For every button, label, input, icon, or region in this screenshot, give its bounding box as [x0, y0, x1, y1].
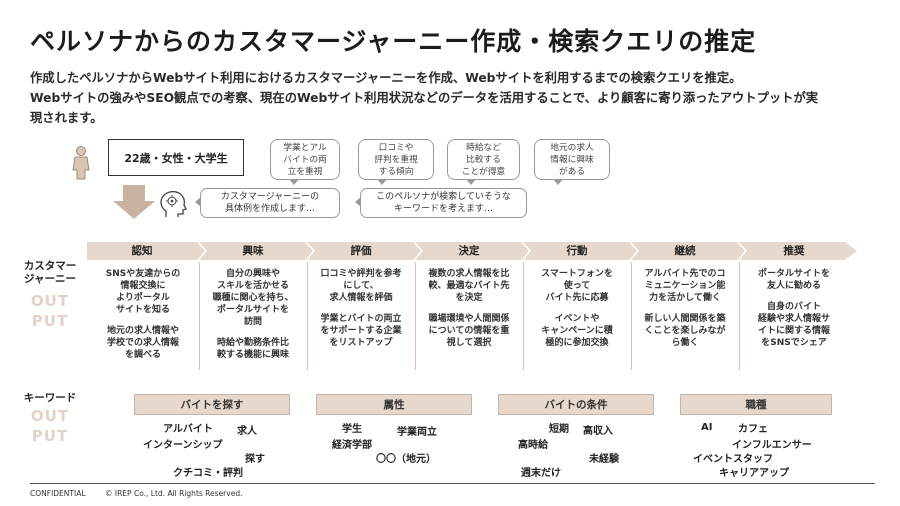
note-journey: カスタマージャーニーの具体例を作成します…	[195, 188, 340, 218]
keyword: 週末だけ	[521, 468, 561, 479]
persona-trait-2: 口コミや評判を重視する傾向	[358, 139, 434, 185]
stage-divider	[307, 262, 308, 370]
thinking-head-icon	[160, 191, 187, 217]
keyword: 探す	[245, 454, 265, 465]
note-keywords: このペルソナが検索していそうなキーワードを考えます…	[355, 188, 527, 218]
stage-text-awareness: SNSや友達からの情報交換によりポータルサイトを知る地元の求人情報や学校での求人…	[105, 269, 181, 360]
stage-label-interest: 興味	[242, 245, 264, 257]
stage-text-interest: 自分の興味やスキルを活かせる職種に関心を持ち、ポータルサイトを訪問時給や勤務条件…	[212, 269, 294, 360]
persona-label: 22歳・女性・大学生	[108, 139, 244, 176]
stage-label-decision: 決定	[458, 245, 480, 257]
keyword: キャリアアップ	[719, 468, 789, 479]
keyword: 〇〇（地元）	[376, 454, 436, 465]
stage-divider	[739, 262, 740, 370]
stage-text-recommendation: ポータルサイトを友人に勧める自身のバイト経験や求人情報サイトに関する情報をSNS…	[757, 269, 830, 348]
stage-label-action: 行動	[566, 245, 588, 257]
stage-divider	[523, 262, 524, 370]
person-icon	[72, 146, 90, 180]
keyword-group-find-job: バイトを探す	[134, 394, 290, 415]
keyword: AI	[701, 422, 713, 433]
footer-divider	[30, 483, 875, 484]
keyword-group-job-type: 職種	[680, 394, 832, 415]
keyword-group-attributes: 属性	[316, 394, 472, 415]
stage-text-decision: 複数の求人情報を比較、最適なバイト先を決定職場環境や人間関係についての情報を重視…	[428, 269, 510, 348]
stage-text-evaluation: 口コミや評判を参考にして、求人情報を評価学業とバイトの両立をサポートする企業をリ…	[320, 269, 402, 348]
stage-label-continuation: 継続	[674, 245, 696, 257]
stage-divider	[199, 262, 200, 370]
keyword: 高収入	[583, 426, 613, 437]
stage-divider	[631, 262, 632, 370]
stage-label-awareness: 認知	[131, 245, 153, 257]
footer-copyright: © IREP Co., Ltd. All Rights Reserved.	[105, 489, 243, 498]
keyword: 求人	[237, 426, 257, 437]
keyword: インターンシップ	[143, 440, 223, 451]
persona-trait-3: 時給など比較することが得意	[447, 139, 520, 185]
keyword: 短期	[549, 424, 569, 435]
keyword: 未経験	[589, 454, 619, 465]
down-arrow-icon	[113, 185, 155, 219]
page-description: 作成したペルソナからWebサイト利用におけるカスタマージャーニーを作成、Webサ…	[30, 71, 819, 125]
keyword: カフェ	[738, 424, 768, 435]
stage-text-continuation: アルバイト先でのコミュニケーション能力を活かして働く新しい人間関係を築くことを楽…	[644, 269, 726, 348]
keyword: 学業両立	[397, 427, 437, 438]
stage-text-action: スマートフォンを使ってバイト先に応募イベントやキャンペーンに積極的に参加交換	[541, 269, 613, 348]
keyword-group-conditions: バイトの条件	[498, 394, 654, 415]
keyword: クチコミ・評判	[173, 468, 243, 479]
keyword: 経済学部	[332, 440, 372, 451]
footer-confidential: CONFIDENTIAL	[30, 489, 86, 498]
journey-stage-bar	[87, 242, 857, 260]
keywords-side-label: キーワード	[23, 392, 77, 404]
persona-trait-4: 地元の求人情報に興味がある	[534, 139, 610, 185]
journey-side-label: カスタマージャーニー	[23, 260, 77, 285]
keyword: インフルエンサー	[732, 440, 812, 451]
keyword: 高時給	[518, 440, 548, 451]
stage-label-evaluation: 評価	[350, 245, 372, 257]
keyword: 学生	[342, 424, 362, 435]
persona-trait-1: 学業とアルバイトの両立を重視	[270, 139, 340, 185]
keyword: アルバイト	[163, 424, 213, 435]
stage-label-recommendation: 推奨	[783, 245, 805, 257]
stage-divider	[415, 262, 416, 370]
keyword: イベントスタッフ	[693, 454, 773, 465]
page-title: ペルソナからのカスタマージャーニー作成・検索クエリの推定	[30, 27, 757, 56]
